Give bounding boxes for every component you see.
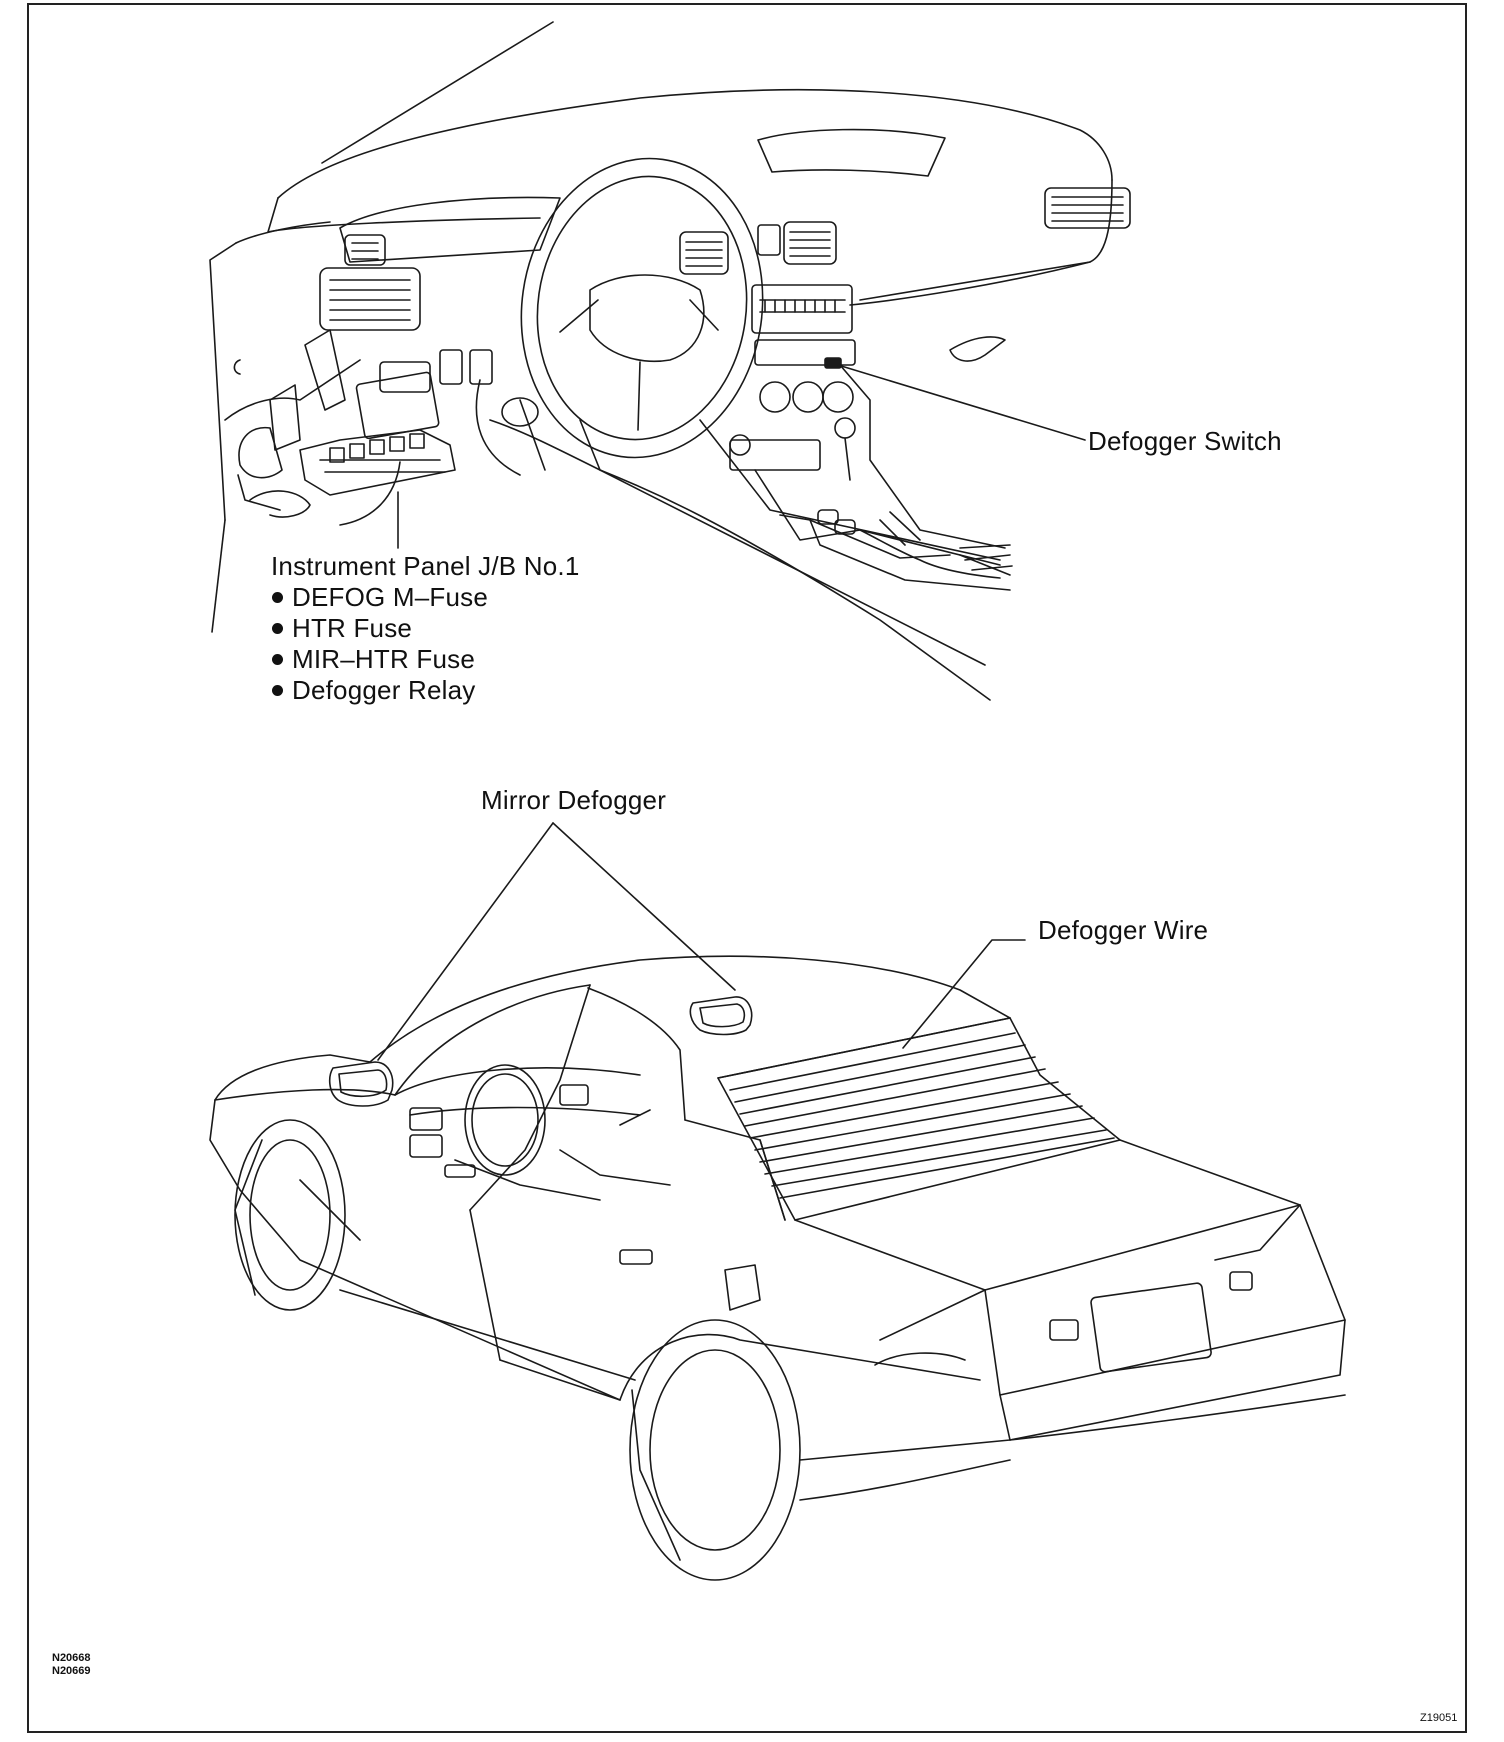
ref-code-2: N20669 bbox=[52, 1665, 91, 1677]
label-jb-title: Instrument Panel J/B No.1 bbox=[271, 551, 580, 581]
bullet-icon bbox=[272, 685, 283, 696]
figure-code: Z19051 bbox=[1420, 1712, 1458, 1724]
car-illustration bbox=[209, 822, 1346, 1581]
bullet-icon bbox=[272, 623, 283, 634]
label-jb-item-mir-htr-fuse: MIR–HTR Fuse bbox=[272, 644, 475, 675]
label-defogger-switch: Defogger Switch bbox=[1088, 426, 1282, 456]
bullet-icon bbox=[272, 592, 283, 603]
dashboard-illustration bbox=[209, 21, 1131, 701]
label-jb-item-defog-fuse: DEFOG M–Fuse bbox=[272, 582, 488, 613]
label-jb-item-htr-fuse: HTR Fuse bbox=[272, 613, 412, 644]
label-defogger-wire: Defogger Wire bbox=[1038, 915, 1209, 945]
bullet-icon bbox=[272, 654, 283, 665]
ref-code-1: N20668 bbox=[52, 1652, 91, 1664]
label-mirror-defogger: Mirror Defogger bbox=[481, 785, 667, 815]
figure-frame bbox=[27, 3, 1467, 1733]
label-jb-item-defogger-relay: Defogger Relay bbox=[272, 675, 475, 706]
